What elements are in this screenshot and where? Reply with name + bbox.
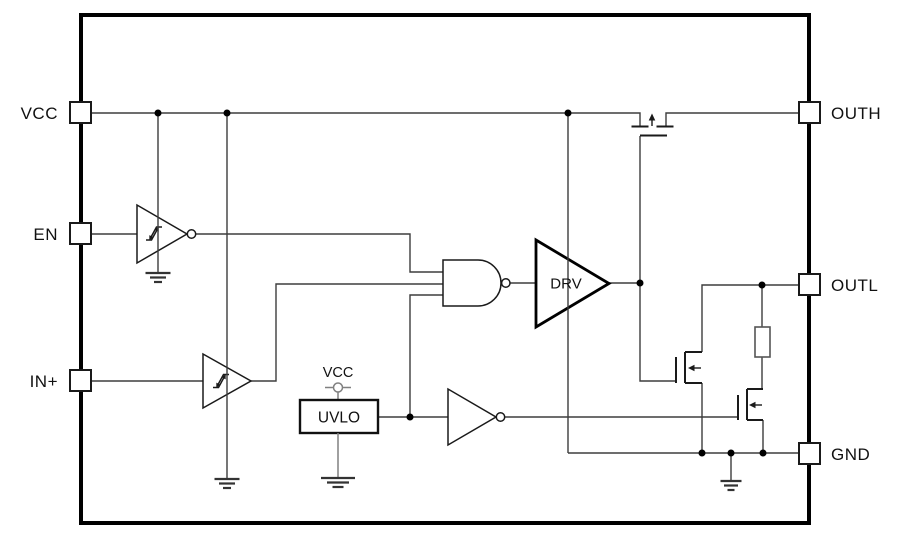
pin-label-vcc: VCC xyxy=(21,104,58,123)
lowside-mosfet xyxy=(675,351,702,384)
highside-mosfet xyxy=(631,113,674,137)
pin-vcc xyxy=(69,101,92,124)
wire-uvlo-to-nand xyxy=(409,294,443,417)
outl-resistor xyxy=(754,326,771,358)
en-inverter-bubble xyxy=(186,229,197,239)
wire-in-to-nand xyxy=(251,283,443,382)
junction-dot xyxy=(698,449,706,457)
junction-dot xyxy=(154,109,162,117)
junction-dot xyxy=(636,279,644,287)
ground-symbol-gnd-rail xyxy=(720,479,742,492)
pin-label-gnd: GND xyxy=(831,445,870,464)
drv-driver xyxy=(534,237,612,330)
pin-en xyxy=(69,222,92,245)
pin-label-outl: OUTL xyxy=(831,276,878,295)
junction-dot xyxy=(223,109,231,117)
mosfet-body-arrowhead xyxy=(688,364,695,372)
pin-label-in-plus: IN+ xyxy=(30,372,58,391)
pin-label-outh: OUTH xyxy=(831,104,881,123)
wire-gate-drive xyxy=(639,136,676,382)
uvlo-label: UVLO xyxy=(318,410,360,427)
wire-outh xyxy=(665,112,799,126)
hysteresis-stroke-up xyxy=(146,228,159,241)
wire-vcc-rail xyxy=(91,112,641,126)
pin-outl xyxy=(798,273,821,296)
junction-dot xyxy=(406,413,414,421)
en-schmitt-buffer xyxy=(136,203,189,265)
inverter-gate xyxy=(447,387,498,447)
hysteresis-stroke-up xyxy=(213,376,226,389)
pin-in-plus xyxy=(69,369,92,392)
uvlo-vcc-terminal xyxy=(332,382,344,393)
pin-label-en: EN xyxy=(33,225,58,244)
schmitt-hysteresis-icon xyxy=(213,373,229,389)
uvlo-vcc-label: VCC xyxy=(323,365,354,381)
pulldown-mosfet xyxy=(737,388,763,421)
ground-symbol-uvlo xyxy=(321,476,355,489)
drv-label: DRV xyxy=(550,276,581,293)
inverter-bubble xyxy=(495,412,506,422)
ic-boundary xyxy=(79,13,811,525)
wire-outl xyxy=(701,284,799,352)
hysteresis-arrowhead-down xyxy=(149,235,154,241)
nand-gate xyxy=(442,259,502,307)
pin-outh xyxy=(798,101,821,124)
junction-dot xyxy=(727,449,735,457)
ground-symbol-en xyxy=(145,271,171,284)
junction-dot xyxy=(564,109,572,117)
ground-symbol-in xyxy=(214,477,240,490)
uvlo-block xyxy=(298,398,380,435)
nand-bubble xyxy=(500,278,511,288)
pin-gnd xyxy=(798,442,821,465)
hysteresis-arrowhead-up xyxy=(221,374,226,380)
hysteresis-arrowhead-down xyxy=(216,382,221,388)
mosfet-body-arrowhead xyxy=(648,113,656,121)
hysteresis-stroke-down xyxy=(149,226,162,239)
junction-dot xyxy=(758,281,766,289)
mosfet-body-arrowhead xyxy=(749,401,756,409)
wire-en-to-nand xyxy=(196,233,443,273)
junction-dot xyxy=(759,449,767,457)
